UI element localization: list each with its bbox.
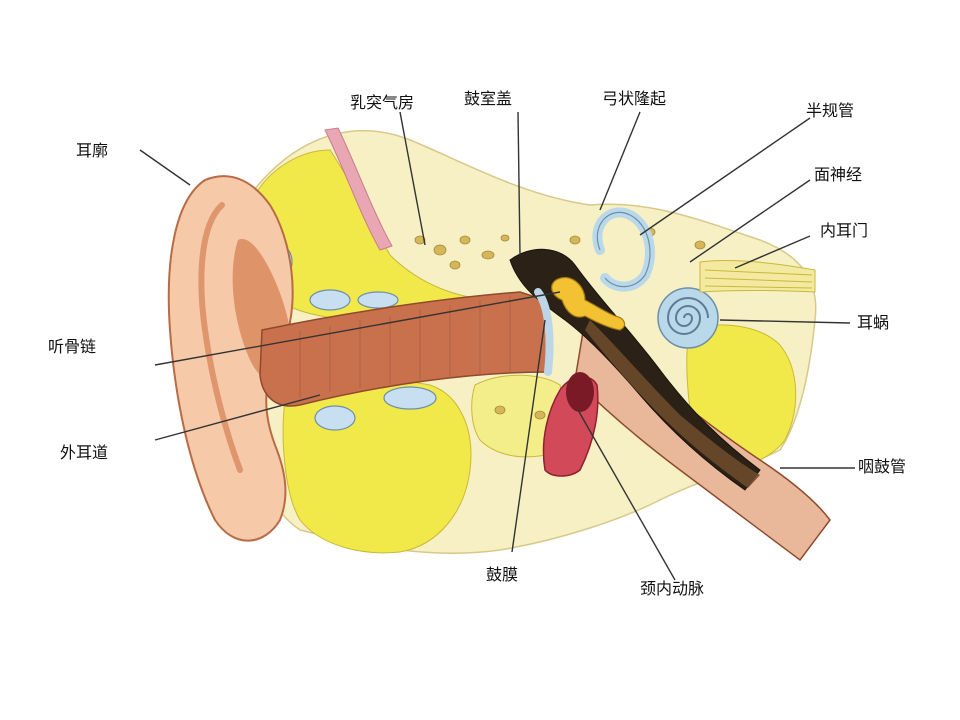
label-external-auditory-canal: 外耳道: [60, 443, 108, 462]
labels: 耳廓 乳突气房 鼓室盖 弓状隆起 半规管 面神经 内耳门 耳蜗 听骨链 外耳道 …: [48, 89, 906, 598]
leader-external-auditory-canal: [154, 394, 321, 441]
internal-carotid-artery: [542, 372, 599, 477]
leader-mastoid-cells: [399, 111, 426, 246]
nerve-fibers: [704, 269, 813, 289]
leader-cochlea: [719, 319, 851, 324]
label-auricle: 耳廓: [76, 141, 108, 160]
label-tympanic-membrane: 鼓膜: [486, 565, 518, 584]
ossicular-chain: [551, 277, 626, 331]
internal-acoustic-nerve-bundle: [699, 259, 816, 293]
leader-internal-acoustic-meatus: [734, 235, 811, 269]
auricle-helix-rim: [198, 202, 243, 473]
label-mastoid-cells: 乳突气房: [350, 93, 414, 112]
leader-ossicular-chain: [154, 291, 561, 366]
leader-tegmen-tympani: [517, 111, 521, 256]
tympanic-cavity-brown: [585, 320, 760, 488]
leader-facial-nerve: [689, 179, 811, 263]
label-eustachian-tube: 咽鼓管: [858, 457, 906, 476]
leader-arcuate-eminence: [599, 111, 641, 211]
leader-internal-carotid-artery: [577, 409, 676, 581]
label-ossicular-chain: 听骨链: [48, 337, 96, 356]
label-tegmen-tympani: 鼓室盖: [464, 89, 512, 108]
label-internal-acoustic-meatus: 内耳门: [820, 221, 868, 240]
leader-tympanic-membrane: [511, 319, 546, 553]
label-facial-nerve: 面神经: [814, 165, 862, 184]
label-internal-carotid-artery: 颈内动脉: [640, 579, 704, 598]
cochlea: [657, 287, 719, 349]
label-arcuate-eminence: 弓状隆起: [602, 89, 666, 108]
dura-strip: [324, 127, 393, 251]
leader-auricle: [139, 149, 191, 186]
leader-semicircular-canals: [639, 117, 811, 236]
tympanic-membrane: [534, 288, 554, 376]
leader-lines: [139, 111, 855, 581]
label-semicircular-canals: 半规管: [806, 101, 854, 120]
label-cochlea: 耳蜗: [857, 313, 889, 332]
semicircular-canal-outline: [596, 211, 651, 288]
canal-striations: [299, 296, 511, 398]
lower-spongy-bone: [282, 379, 472, 554]
